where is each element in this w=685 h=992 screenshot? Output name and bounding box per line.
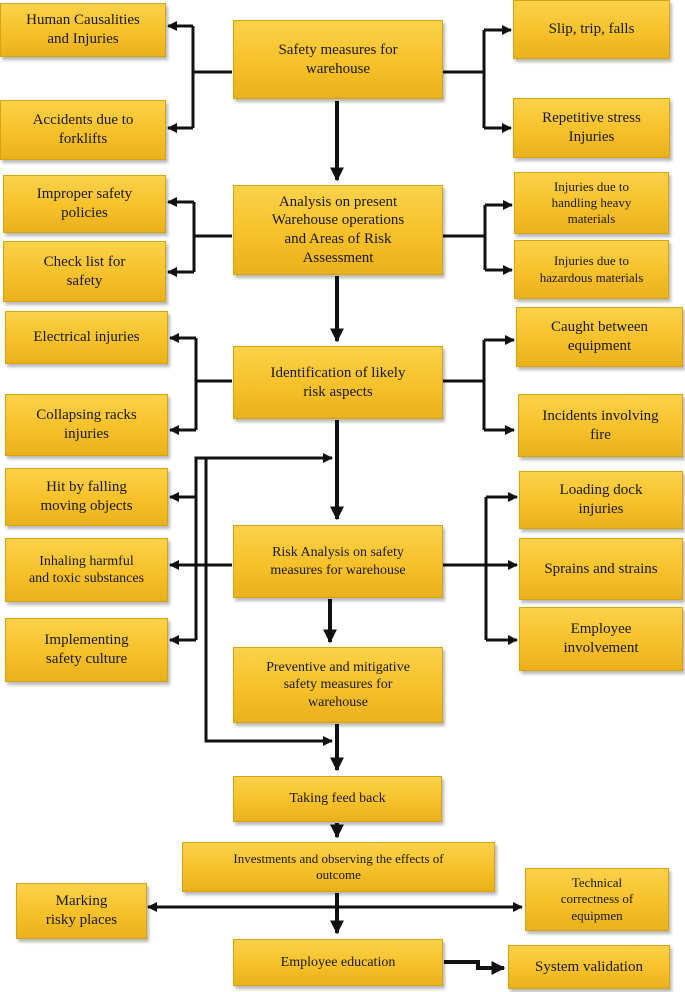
- check-list-box: Check list for safety: [3, 241, 166, 302]
- safety-measures-box: Safety measures for warehouse: [233, 20, 443, 99]
- caught-between-box: Caught between equipment: [516, 307, 683, 367]
- sprains-strains-box: Sprains and strains: [519, 538, 683, 600]
- safety-culture-box: Implementing safety culture: [5, 618, 168, 682]
- incidents-fire-box: Incidents involving fire: [518, 394, 683, 457]
- technical-correctness-box: Technical correctness of equipmen: [525, 868, 669, 931]
- collapsing-racks-box: Collapsing racks injuries: [5, 394, 168, 456]
- identification-box: Identification of likely risk aspects: [233, 346, 443, 419]
- employee-involvement-box: Employee involvement: [519, 607, 683, 671]
- repetitive-stress-box: Repetitive stress Injuries: [513, 98, 670, 158]
- forklifts-box: Accidents due to forklifts: [0, 100, 166, 160]
- feedback-loop-lower: [204, 458, 333, 746]
- preventive-box: Preventive and mitigative safety measure…: [233, 647, 443, 723]
- hazardous-materials-box: Injuries due to hazardous materials: [514, 240, 669, 299]
- system-validation-box: System validation: [508, 945, 670, 989]
- inhaling-box: Inhaling harmful and toxic substances: [5, 538, 168, 602]
- feedback-box: Taking feed back: [233, 776, 442, 822]
- falling-objects-box: Hit by falling moving objects: [5, 468, 168, 526]
- employee-education-box: Employee education: [233, 939, 443, 986]
- slip-trip-box: Slip, trip, falls: [513, 0, 670, 59]
- investments-box: Investments and observing the effects of…: [182, 842, 495, 892]
- risk-analysis-box: Risk Analysis on safety measures for war…: [233, 525, 443, 598]
- electrical-box: Electrical injuries: [5, 311, 168, 364]
- heavy-materials-box: Injuries due to handling heavy materials: [514, 172, 669, 234]
- human-causalities-box: Human Causalities and Injuries: [0, 3, 166, 57]
- flow-arrow-validation: [444, 960, 506, 975]
- feedback-loop-upper: [194, 453, 333, 497]
- improper-policies-box: Improper safety policies: [3, 175, 166, 233]
- marking-box: Marking risky places: [16, 883, 147, 939]
- analysis-box: Analysis on present Warehouse operations…: [233, 185, 443, 275]
- loading-dock-box: Loading dock injuries: [519, 471, 683, 529]
